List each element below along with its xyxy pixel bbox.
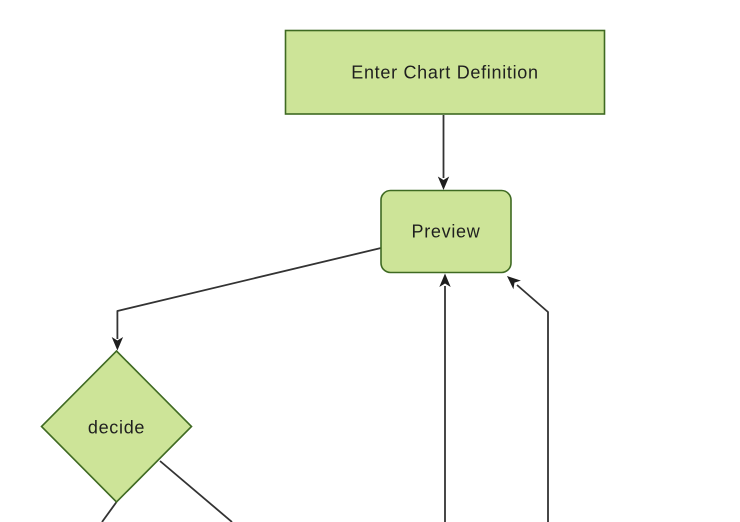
node-preview: Preview: [380, 189, 512, 274]
edge-decide-to-offscreen-left: [101, 501, 118, 522]
arrowhead-up-icon: [439, 273, 451, 287]
edge-line: [159, 460, 233, 522]
node-decide: decide: [40, 349, 193, 504]
edge-decide-to-offscreen-right: [159, 460, 233, 522]
edge-offscreen-right-to-preview: [507, 276, 549, 522]
rounded-rectangle-shape: [380, 189, 512, 274]
diamond-shape: [40, 349, 193, 504]
edge-line: [516, 284, 549, 522]
rectangle-shape: [284, 29, 606, 115]
arrowhead-up-left-icon: [507, 276, 521, 290]
node-label: decide: [88, 418, 145, 438]
node-label: Preview: [412, 222, 481, 242]
edge-enter-to-preview: [437, 115, 450, 190]
edge-line: [116, 247, 382, 339]
arrowhead-down-icon: [437, 176, 450, 190]
node-enter-chart-definition: Enter Chart Definition: [284, 29, 606, 115]
edge-preview-to-decide: [111, 247, 382, 351]
edge-offscreen-to-preview: [439, 273, 451, 522]
node-label: Enter Chart Definition: [351, 63, 538, 83]
arrowhead-down-icon: [111, 337, 124, 351]
edge-line: [101, 501, 118, 522]
